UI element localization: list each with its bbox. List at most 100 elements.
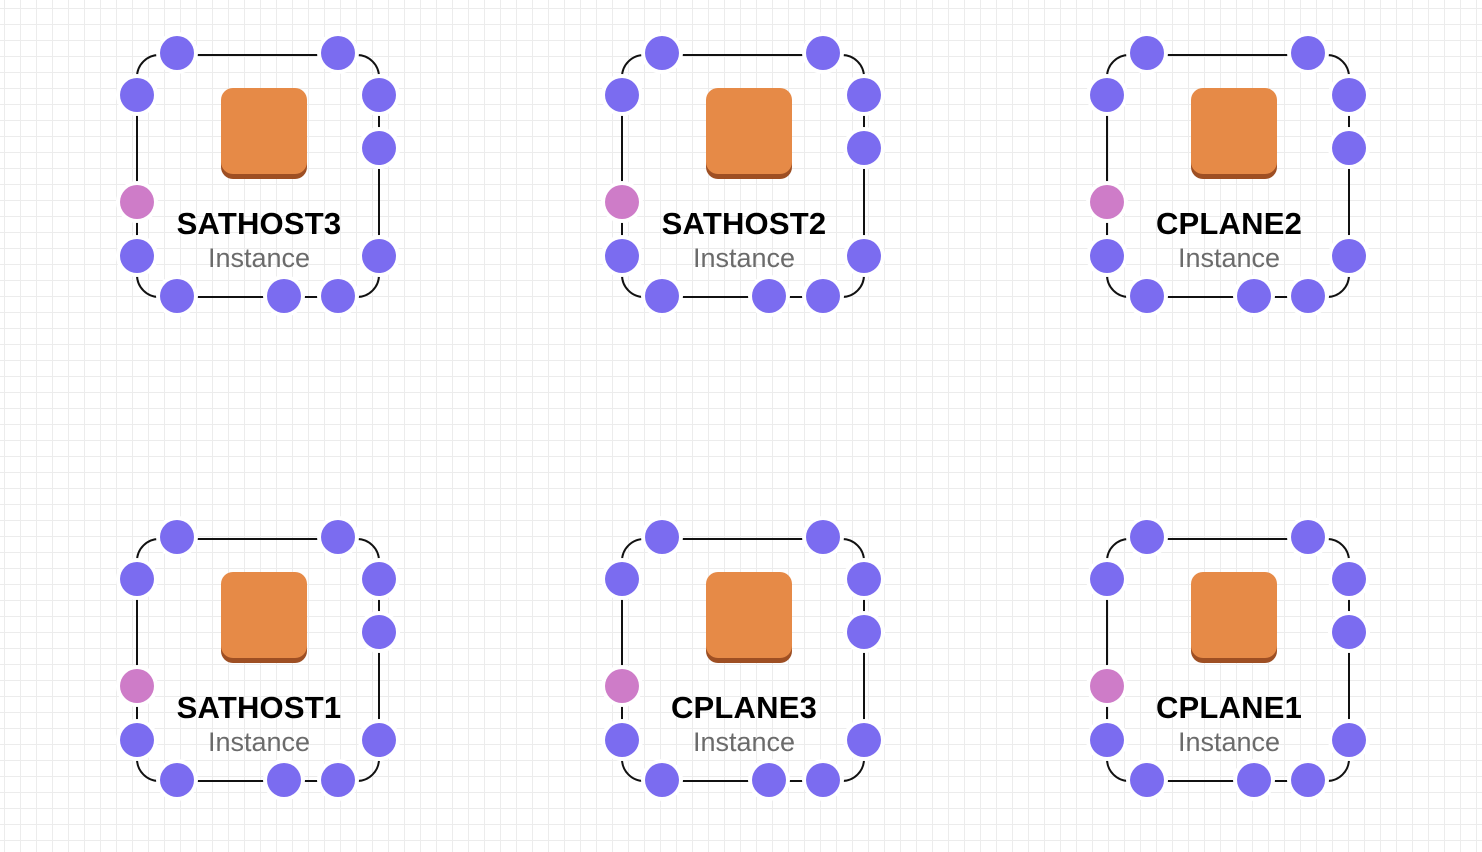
selected-connection-point-icon[interactable] xyxy=(120,669,154,703)
connection-point-icon[interactable] xyxy=(1332,562,1366,596)
node-border xyxy=(136,538,380,782)
node-label: SATHOST3 xyxy=(176,206,342,241)
connection-point-icon[interactable] xyxy=(752,763,786,797)
node-label: CPLANE2 xyxy=(1155,206,1303,241)
node-frame[interactable] xyxy=(1086,32,1374,328)
ec2-instance-icon xyxy=(1191,88,1277,179)
connection-point-icon[interactable] xyxy=(1130,763,1164,797)
connection-point-icon[interactable] xyxy=(605,239,639,273)
connection-point-icon[interactable] xyxy=(1090,239,1124,273)
node-border xyxy=(1106,54,1350,298)
node-frame[interactable] xyxy=(116,32,404,328)
connection-point-icon[interactable] xyxy=(267,279,301,313)
connection-point-icon[interactable] xyxy=(160,279,194,313)
connection-point-icon[interactable] xyxy=(605,78,639,112)
selected-connection-point-icon[interactable] xyxy=(1090,185,1124,219)
connection-point-icon[interactable] xyxy=(1332,615,1366,649)
connection-point-icon[interactable] xyxy=(160,520,194,554)
node-border xyxy=(621,54,865,298)
connection-point-icon[interactable] xyxy=(645,520,679,554)
connection-point-icon[interactable] xyxy=(806,279,840,313)
connection-point-icon[interactable] xyxy=(160,36,194,70)
connection-point-icon[interactable] xyxy=(1090,78,1124,112)
connection-point-icon[interactable] xyxy=(645,36,679,70)
node-type-label: Instance xyxy=(207,243,311,273)
ec2-instance-icon xyxy=(1191,572,1277,663)
connection-point-icon[interactable] xyxy=(1130,279,1164,313)
connection-point-icon[interactable] xyxy=(605,723,639,757)
node-label: CPLANE3 xyxy=(670,690,818,725)
node-frame[interactable] xyxy=(601,516,889,812)
node-type-label: Instance xyxy=(1177,243,1281,273)
node-type-label: Instance xyxy=(692,243,796,273)
connection-point-icon[interactable] xyxy=(847,78,881,112)
node-frame[interactable] xyxy=(116,516,404,812)
connection-point-icon[interactable] xyxy=(752,279,786,313)
connection-point-icon[interactable] xyxy=(806,763,840,797)
node-label: CPLANE1 xyxy=(1155,690,1303,725)
connection-point-icon[interactable] xyxy=(1332,131,1366,165)
connection-point-icon[interactable] xyxy=(847,131,881,165)
connection-point-icon[interactable] xyxy=(1291,36,1325,70)
node-frame[interactable] xyxy=(601,32,889,328)
connection-point-icon[interactable] xyxy=(1332,239,1366,273)
connection-point-icon[interactable] xyxy=(120,562,154,596)
selected-connection-point-icon[interactable] xyxy=(120,185,154,219)
connection-point-icon[interactable] xyxy=(321,520,355,554)
node-label: SATHOST2 xyxy=(661,206,827,241)
ec2-instance-icon xyxy=(221,572,307,663)
connection-point-icon[interactable] xyxy=(160,763,194,797)
connection-point-icon[interactable] xyxy=(1291,763,1325,797)
connection-point-icon[interactable] xyxy=(267,763,301,797)
connection-point-icon[interactable] xyxy=(806,36,840,70)
node-type-label: Instance xyxy=(692,727,796,757)
connection-point-icon[interactable] xyxy=(362,562,396,596)
connection-point-icon[interactable] xyxy=(362,615,396,649)
selected-connection-point-icon[interactable] xyxy=(1090,669,1124,703)
connection-point-icon[interactable] xyxy=(1237,763,1271,797)
connection-point-icon[interactable] xyxy=(847,723,881,757)
node-border xyxy=(136,54,380,298)
node-frame[interactable] xyxy=(1086,516,1374,812)
connection-point-icon[interactable] xyxy=(806,520,840,554)
node-border xyxy=(1106,538,1350,782)
connection-point-icon[interactable] xyxy=(362,239,396,273)
connection-point-icon[interactable] xyxy=(1130,520,1164,554)
connection-point-icon[interactable] xyxy=(847,562,881,596)
connection-point-icon[interactable] xyxy=(120,78,154,112)
connection-point-icon[interactable] xyxy=(1237,279,1271,313)
connection-point-icon[interactable] xyxy=(321,36,355,70)
connection-point-icon[interactable] xyxy=(1090,562,1124,596)
selected-connection-point-icon[interactable] xyxy=(605,669,639,703)
connection-point-icon[interactable] xyxy=(1130,36,1164,70)
connection-point-icon[interactable] xyxy=(1291,279,1325,313)
connection-point-icon[interactable] xyxy=(847,615,881,649)
connection-point-icon[interactable] xyxy=(362,78,396,112)
selected-connection-point-icon[interactable] xyxy=(605,185,639,219)
connection-point-icon[interactable] xyxy=(847,239,881,273)
connection-point-icon[interactable] xyxy=(1090,723,1124,757)
node-type-label: Instance xyxy=(1177,727,1281,757)
connection-point-icon[interactable] xyxy=(321,763,355,797)
connection-point-icon[interactable] xyxy=(120,723,154,757)
connection-point-icon[interactable] xyxy=(362,131,396,165)
connection-point-icon[interactable] xyxy=(1291,520,1325,554)
node-border xyxy=(621,538,865,782)
connection-point-icon[interactable] xyxy=(1332,78,1366,112)
connection-point-icon[interactable] xyxy=(1332,723,1366,757)
ec2-instance-icon xyxy=(706,572,792,663)
connection-point-icon[interactable] xyxy=(362,723,396,757)
connection-point-icon[interactable] xyxy=(645,763,679,797)
ec2-instance-icon xyxy=(221,88,307,179)
connection-point-icon[interactable] xyxy=(645,279,679,313)
connection-point-icon[interactable] xyxy=(120,239,154,273)
connection-point-icon[interactable] xyxy=(605,562,639,596)
connection-point-icon[interactable] xyxy=(321,279,355,313)
